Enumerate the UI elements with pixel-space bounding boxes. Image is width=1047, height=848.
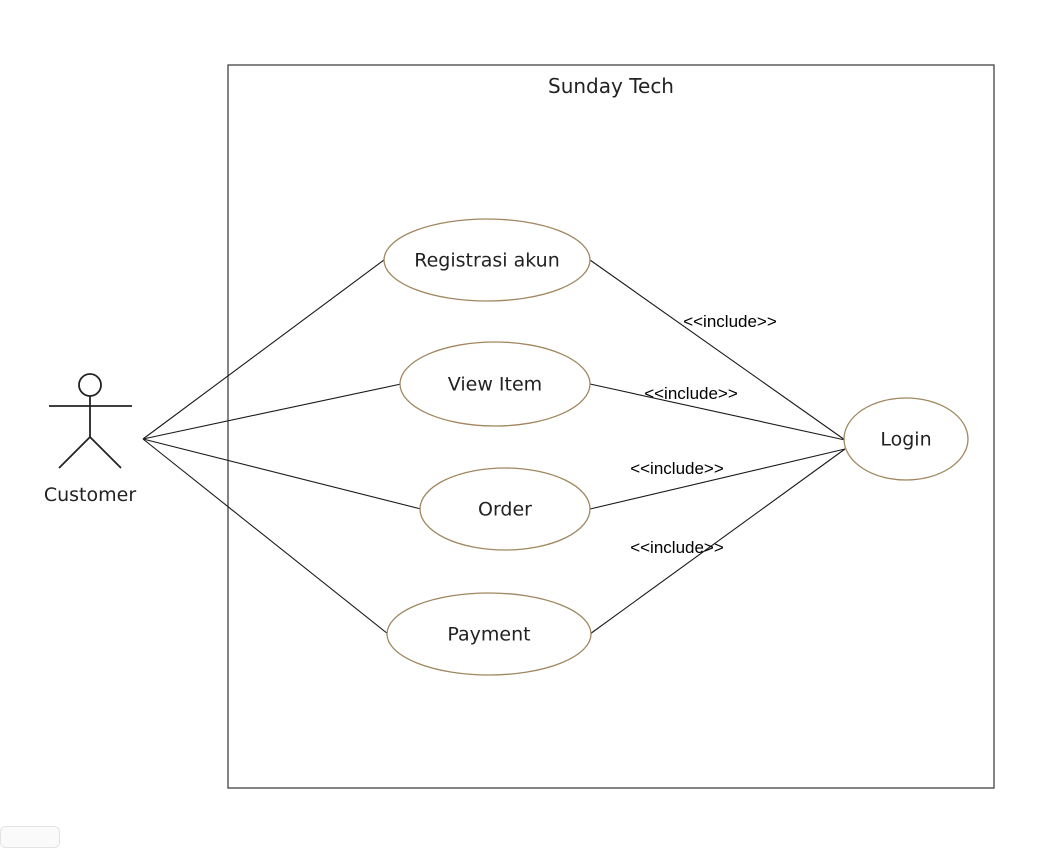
include-label: <<include>> [683, 312, 777, 331]
include-label: <<include>> [630, 459, 724, 478]
use-case-label: Order [478, 499, 532, 521]
association-order [142, 438, 422, 510]
use-case-view-item[interactable]: View Item [399, 341, 591, 427]
use-case-registrasi-akun[interactable]: Registrasi akun [383, 218, 591, 302]
use-case-payment[interactable]: Payment [386, 592, 592, 676]
use-case-label: View Item [448, 374, 542, 396]
association-registrasi [142, 259, 385, 440]
system-boundary [227, 64, 995, 789]
include-label: <<include>> [630, 538, 724, 557]
use-case-label: Login [880, 429, 931, 451]
use-case-label: Registrasi akun [414, 250, 560, 272]
include-edge-payment [589, 448, 846, 635]
use-case-label: Payment [447, 624, 530, 646]
use-case-login[interactable]: Login [843, 397, 969, 481]
include-edge-view-item [589, 383, 846, 441]
association-view-item [142, 383, 402, 440]
system-title: Sunday Tech [548, 74, 674, 98]
association-payment [142, 438, 389, 635]
include-edge-registrasi [589, 259, 846, 441]
use-case-order[interactable]: Order [419, 467, 591, 551]
include-edge-order [589, 448, 846, 510]
include-label: <<include>> [644, 384, 738, 403]
corner-tab [0, 826, 60, 848]
stick-figure-actor-icon[interactable] [49, 373, 132, 469]
actor-name: Customer [44, 484, 136, 506]
